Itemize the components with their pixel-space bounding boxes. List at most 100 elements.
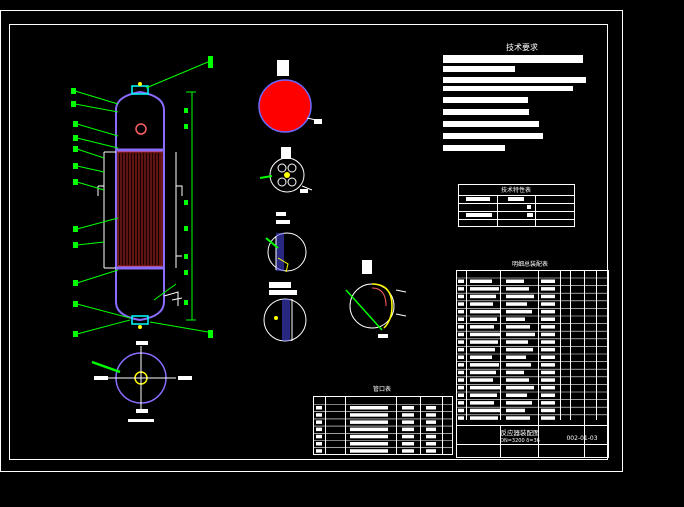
- leader-tag: [73, 135, 78, 141]
- leader-line: [76, 123, 119, 137]
- plan-view: [91, 341, 192, 422]
- parts-cell: [458, 363, 464, 367]
- leader-tag: [73, 163, 78, 169]
- parts-cell: [470, 294, 496, 299]
- parts-cell: [541, 401, 555, 405]
- leader-tag: [73, 146, 78, 152]
- leader-tag: [73, 121, 78, 127]
- leader-tag: [184, 124, 188, 129]
- detail-red-disc: [258, 60, 322, 133]
- parts-cell: [470, 355, 492, 359]
- parts-cell: [541, 385, 555, 390]
- title-block-spec: DN=3200 δ=36: [500, 438, 540, 444]
- nozzle-cell: [426, 406, 436, 410]
- parts-cell: [506, 401, 532, 405]
- parts-cell: [506, 408, 525, 413]
- parts-cell: [458, 317, 464, 321]
- parts-cell: [470, 408, 501, 413]
- leader-line: [76, 319, 131, 335]
- parts-cell: [506, 393, 527, 397]
- parts-cell: [458, 385, 464, 390]
- parts-cell: [506, 340, 528, 344]
- tech-spec-table: 技术特性表: [458, 184, 575, 227]
- parts-cell: [506, 317, 525, 321]
- leader-line: [74, 103, 119, 113]
- nozzle-cell: [426, 442, 436, 446]
- nozzle-cell: [316, 449, 322, 453]
- leader-tag: [184, 270, 188, 275]
- leader-tag: [73, 226, 78, 232]
- parts-cell: [506, 355, 526, 359]
- parts-cell: [506, 378, 529, 382]
- leader-tag: [184, 108, 188, 113]
- parts-cell: [458, 340, 464, 344]
- leader-line: [145, 61, 209, 89]
- nozzle-cell: [402, 427, 414, 432]
- tech-spec-title: 技术特性表: [501, 186, 531, 194]
- parts-cell: [541, 393, 555, 397]
- parts-cell: [470, 325, 494, 329]
- leader-tag: [71, 101, 76, 107]
- parts-cell: [541, 378, 555, 382]
- title-block-name: 反应器装配图: [501, 428, 540, 437]
- leader-tag: [184, 300, 188, 305]
- parts-cell: [541, 287, 555, 291]
- parts-cell: [458, 370, 464, 375]
- parts-cell: [541, 370, 555, 375]
- detail-nozzle-flange: [345, 260, 407, 338]
- parts-cell: [458, 302, 464, 306]
- leader-tag: [184, 254, 188, 259]
- nozzle-cell: [350, 427, 388, 432]
- tech-requirements: 技术要求: [443, 42, 586, 151]
- nozzle-cell: [402, 420, 414, 424]
- bottom-nozzle: [131, 315, 149, 325]
- parts-cell: [470, 393, 497, 397]
- nozzle-cell: [426, 427, 436, 432]
- parts-cell: [470, 416, 498, 420]
- nozzle-cell: [316, 406, 322, 410]
- parts-cell: [506, 332, 535, 337]
- parts-cell: [458, 378, 464, 382]
- parts-cell: [506, 309, 532, 314]
- parts-cell: [541, 363, 555, 367]
- parts-cell: [458, 347, 464, 352]
- parts-cell: [470, 279, 492, 283]
- parts-cell: [470, 385, 500, 390]
- parts-cell: [541, 347, 555, 352]
- parts-cell: [541, 279, 555, 283]
- nozzle-table-title: 管口表: [373, 385, 391, 393]
- right-leader-tags: [149, 108, 213, 338]
- leader-tag: [208, 56, 213, 68]
- leader-line: [76, 241, 105, 246]
- leader-line: [76, 303, 131, 319]
- parts-cell: [458, 416, 464, 420]
- nozzle-cell: [316, 413, 322, 417]
- nozzle-cell: [316, 427, 322, 432]
- parts-cell: [541, 317, 555, 321]
- leader-tag: [73, 242, 78, 248]
- outer-border: [0, 10, 623, 472]
- parts-cell: [541, 325, 555, 329]
- parts-cell: [470, 332, 501, 337]
- parts-cell: [506, 325, 530, 329]
- parts-cell: [458, 332, 464, 337]
- leader-line: [76, 165, 105, 173]
- detail-tube-pattern: [259, 147, 313, 193]
- parts-cell: [506, 416, 530, 420]
- nozzle-table: 管口表: [313, 385, 453, 455]
- drawing-number: 002-01-03: [566, 435, 597, 442]
- parts-cell: [458, 393, 464, 397]
- parts-cell: [470, 378, 493, 382]
- parts-cell: [470, 309, 500, 314]
- title-block: 反应器装配图 DN=3200 δ=36 002-01-03: [456, 425, 609, 458]
- parts-cell: [541, 340, 555, 344]
- parts-cell: [506, 347, 533, 352]
- parts-cell: [506, 294, 534, 299]
- tech-requirements-title: 技术要求: [506, 42, 538, 52]
- leader-line: [76, 269, 119, 284]
- parts-cell: [458, 401, 464, 405]
- nozzle-cell: [350, 434, 388, 439]
- nozzle-cell: [402, 434, 414, 439]
- nozzle-cell: [402, 442, 414, 446]
- parts-cell: [458, 309, 464, 314]
